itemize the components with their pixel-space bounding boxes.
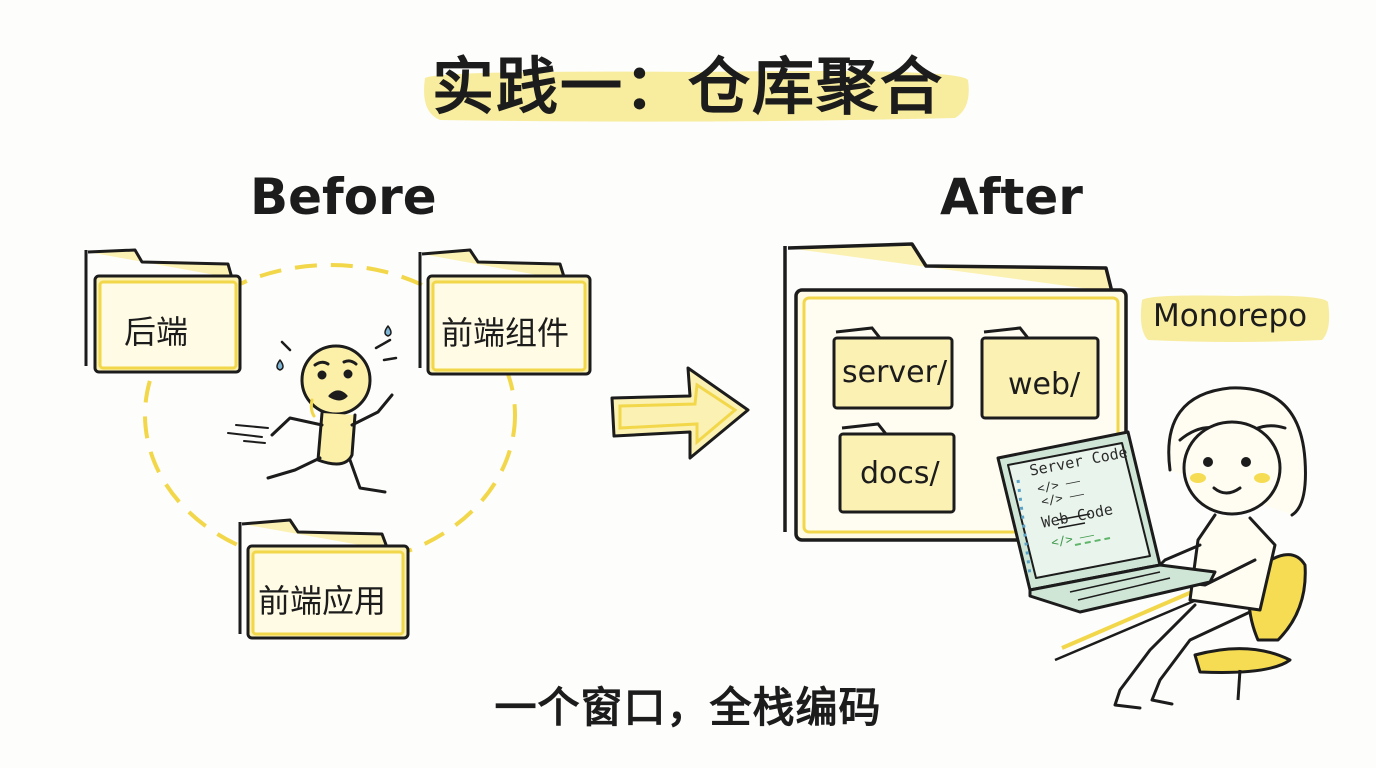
folder-docs-icon bbox=[838, 422, 956, 514]
folder-server-icon bbox=[832, 326, 954, 410]
stressed-running-figure-icon bbox=[227, 325, 398, 494]
before-label: Before bbox=[250, 168, 437, 226]
folder-frontend-components-icon bbox=[418, 248, 592, 376]
folder-web-icon bbox=[980, 326, 1100, 420]
subfolder-label-docs: docs/ bbox=[860, 456, 940, 491]
after-label: After bbox=[940, 168, 1083, 226]
laptop-icon bbox=[996, 430, 1217, 614]
monorepo-label: Monorepo bbox=[1153, 298, 1308, 334]
folder-label-frontend-components: 前端组件 bbox=[441, 314, 570, 352]
folder-label-backend: 后端 bbox=[124, 313, 189, 351]
page-title: 实践一：仓库聚合 bbox=[431, 50, 944, 123]
folder-backend-icon bbox=[84, 248, 242, 374]
subfolder-label-server: server/ bbox=[842, 355, 948, 390]
folder-label-frontend-app: 前端应用 bbox=[258, 582, 387, 620]
folder-frontend-app-icon bbox=[238, 518, 410, 640]
developer-person-icon bbox=[1113, 386, 1307, 710]
transition-arrow-icon bbox=[610, 366, 750, 460]
monorepo-highlight bbox=[1140, 295, 1330, 342]
subfolder-label-web: web/ bbox=[1008, 367, 1081, 402]
title-highlight bbox=[424, 71, 969, 122]
footer-caption: 一个窗口，全栈编码 bbox=[494, 683, 882, 732]
